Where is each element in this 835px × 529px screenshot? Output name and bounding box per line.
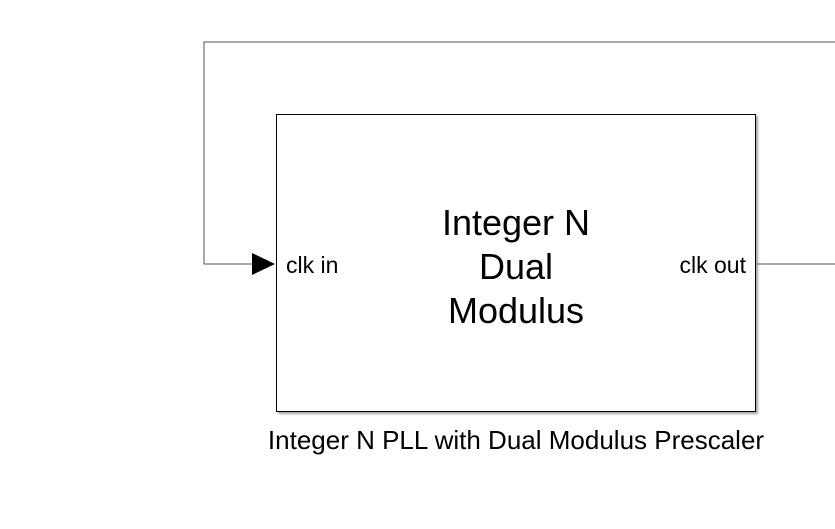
block-title: Integer N Dual Modulus [277,201,755,333]
block-caption[interactable]: Integer N PLL with Dual Modulus Prescale… [267,425,765,455]
block-title-line: Integer N [441,202,591,243]
block-title-line: Modulus [447,290,585,331]
feedback-signal-line[interactable] [203,41,835,265]
input-port-label: clk in [286,252,339,278]
block-title-line: Dual [478,246,554,287]
pll-block[interactable]: Integer N Dual Modulus clk in clk out [276,114,756,412]
input-port-arrow [252,253,275,275]
output-port-label: clk out [679,252,746,278]
